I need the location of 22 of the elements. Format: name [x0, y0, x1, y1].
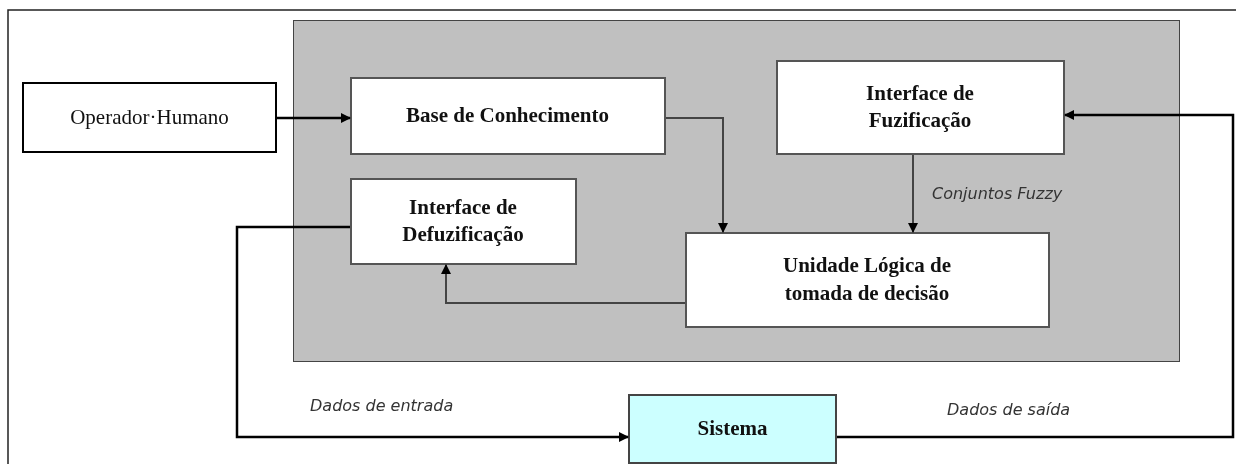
process-box [684, 231, 1050, 328]
edge-label: Conjuntos Fuzzy [932, 184, 1063, 203]
edge-label: Dados de saída [947, 400, 1071, 419]
arrow [837, 110, 1235, 439]
box-label: Base de Conhecimento [405, 101, 610, 129]
box-label: Interface de Fuzificação [865, 79, 975, 134]
box-label: Unidade Lógica de tomada de decisão [782, 252, 952, 307]
box-label: Operador·Humano [69, 103, 230, 131]
process-box [628, 394, 837, 464]
process-box [22, 82, 277, 153]
box-label: Interface de Defuzificação [401, 193, 525, 248]
arrow [441, 264, 686, 304]
process-box [775, 59, 1065, 155]
panel-background [293, 20, 1180, 362]
arrow [235, 225, 629, 442]
box-label: Sistema [696, 415, 769, 443]
arrow [665, 117, 728, 233]
process-box [349, 76, 666, 155]
arrow [277, 113, 351, 123]
arrow [908, 154, 918, 233]
edge-label: Dados de entrada [310, 396, 454, 415]
process-box [349, 177, 577, 265]
